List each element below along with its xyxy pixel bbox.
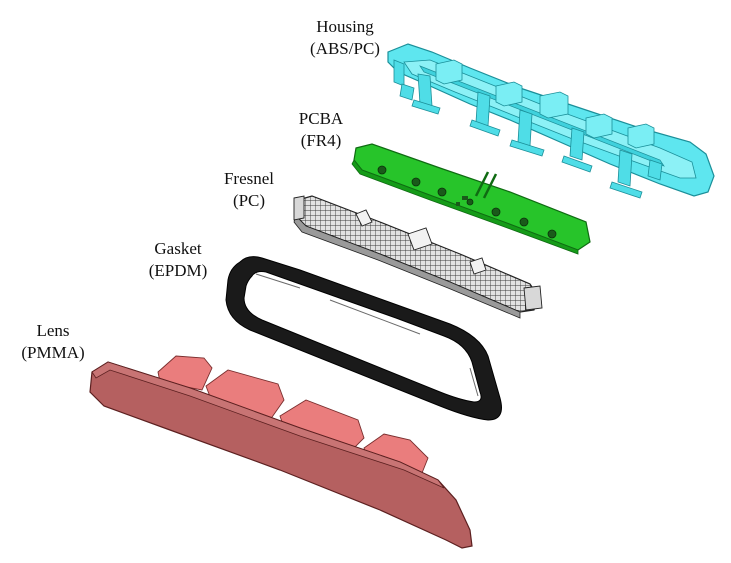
lens-rim bbox=[91, 361, 445, 489]
fresnel-lower-edge bbox=[293, 215, 521, 319]
label-lens-name: Lens bbox=[36, 321, 70, 340]
housing-part bbox=[387, 43, 715, 199]
label-lens-material: (PMMA) bbox=[21, 343, 85, 362]
label-gasket-material: (EPDM) bbox=[148, 261, 208, 280]
housing-ribs bbox=[411, 73, 663, 199]
label-fresnel-material: (PC) bbox=[232, 191, 266, 210]
label-housing-material: (ABS/PC) bbox=[310, 39, 380, 58]
label-pcba-material: (FR4) bbox=[300, 131, 342, 150]
housing-clips bbox=[393, 59, 415, 101]
pcba-part bbox=[351, 143, 591, 255]
label-gasket: Gasket (EPDM) bbox=[138, 238, 218, 282]
gasket-part bbox=[225, 256, 502, 421]
label-housing: Housing (ABS/PC) bbox=[300, 16, 390, 60]
label-housing-name: Housing bbox=[316, 17, 374, 36]
label-gasket-name: Gasket bbox=[154, 239, 202, 258]
pcba-board-edge bbox=[351, 159, 579, 255]
fresnel-end-clips bbox=[293, 195, 543, 311]
label-fresnel: Fresnel (PC) bbox=[214, 168, 284, 212]
fresnel-part bbox=[293, 195, 543, 319]
pcba-connector-pins bbox=[474, 171, 498, 199]
housing-rail bbox=[419, 65, 665, 167]
label-pcba: PCBA (FR4) bbox=[286, 108, 356, 152]
fresnel-top-tabs bbox=[355, 209, 487, 275]
pcba-leds bbox=[377, 165, 557, 239]
gasket-ring bbox=[225, 256, 502, 421]
label-lens: Lens (PMMA) bbox=[8, 320, 98, 364]
label-pcba-name: PCBA bbox=[298, 109, 344, 128]
label-fresnel-name: Fresnel bbox=[223, 169, 275, 188]
housing-bosses bbox=[435, 59, 655, 149]
lens-part bbox=[89, 355, 473, 549]
gasket-highlight bbox=[255, 273, 479, 397]
